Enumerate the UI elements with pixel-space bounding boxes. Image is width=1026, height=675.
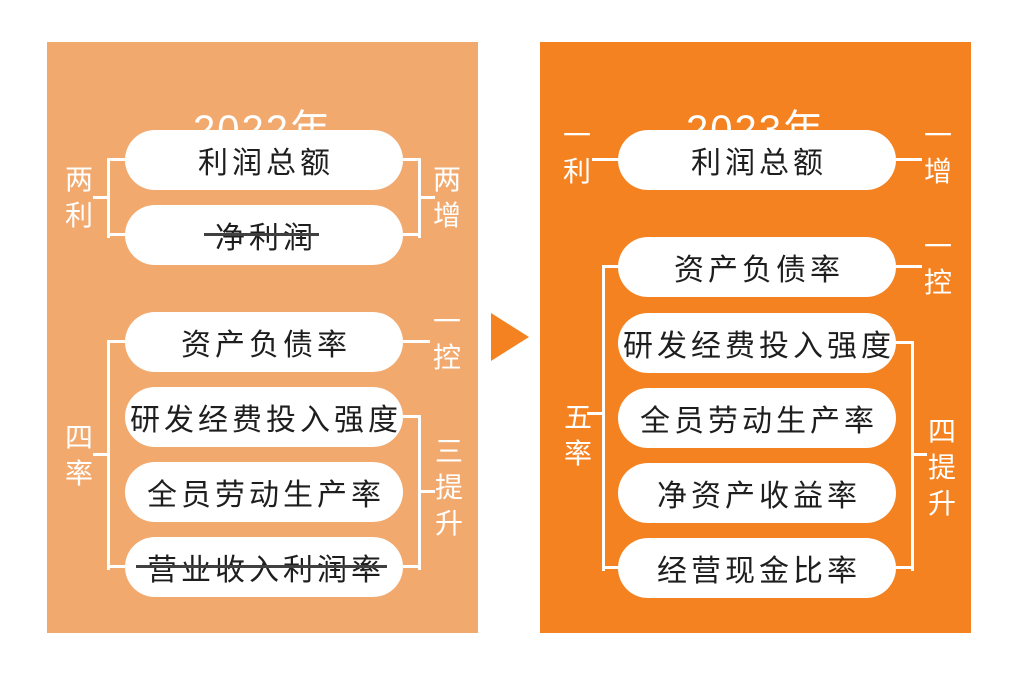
group-label-two-profits: 两利: [64, 164, 93, 231]
bracket-line: [911, 341, 914, 571]
metric-label: 利润总额: [198, 147, 334, 180]
bracket-line: [403, 340, 430, 343]
bracket-line: [592, 158, 618, 161]
metric-pill-total-profit: 利润总额: [618, 130, 896, 190]
bracket-line: [107, 565, 125, 568]
bracket-line: [403, 233, 421, 236]
metric-label: 资产负债率: [181, 329, 351, 362]
metric-pill-return-on-equity: 净资产收益率: [618, 463, 896, 523]
metric-label: 利润总额: [691, 147, 827, 180]
metric-pill-labor-productivity: 全员劳动生产率: [125, 462, 403, 522]
bracket-line: [602, 265, 618, 268]
group-label-one-profit: 一利: [562, 120, 591, 187]
bracket-line: [896, 265, 922, 268]
metric-label: 净资产收益率: [657, 480, 861, 513]
transition-arrow-icon: [491, 313, 529, 361]
group-label-four-ratios: 四率: [64, 422, 93, 489]
bracket-line: [896, 566, 914, 569]
metric-pill-labor-productivity: 全员劳动生产率: [618, 388, 896, 448]
metric-pill-rd-intensity: 研发经费投入强度: [618, 313, 896, 373]
group-label-two-increases: 两增: [432, 164, 461, 231]
metric-label: 全员劳动生产率: [640, 405, 878, 438]
bracket-line: [107, 158, 125, 161]
group-label-one-increase: 一增: [923, 120, 952, 187]
bracket-line: [602, 265, 605, 571]
bracket-line: [896, 158, 922, 161]
panel-2022: 2022年 利润总额 净利润 资产负债率 研发经费投入强度 全员劳动生产率 营业…: [47, 42, 478, 633]
group-label-one-control: 一控: [923, 231, 952, 298]
metric-label: 研发经费投入强度: [623, 330, 895, 363]
bracket-line: [93, 196, 109, 199]
metric-pill-operating-margin: 营业收入利润率: [125, 537, 403, 597]
metric-pill-operating-cash-ratio: 经营现金比率: [618, 538, 896, 598]
bracket-line: [419, 196, 435, 199]
metric-pill-total-profit: 利润总额: [125, 130, 403, 190]
metric-label: 经营现金比率: [657, 555, 861, 588]
group-label-five-ratios: 五率: [563, 402, 592, 469]
metric-label: 全员劳动生产率: [147, 479, 385, 512]
bracket-line: [403, 565, 421, 568]
bracket-line: [107, 340, 125, 343]
bracket-line: [403, 158, 421, 161]
bracket-line: [587, 412, 602, 415]
metric-pill-net-profit: 净利润: [125, 205, 403, 265]
bracket-line: [107, 233, 125, 236]
bracket-line: [403, 415, 421, 418]
metric-label-strikethrough: 营业收入利润率: [136, 545, 387, 589]
bracket-line: [896, 341, 914, 344]
metric-label: 资产负债率: [674, 254, 844, 287]
metric-pill-rd-intensity: 研发经费投入强度: [125, 387, 403, 447]
bracket-line: [93, 453, 109, 456]
group-label-one-control: 一控: [432, 306, 461, 373]
group-label-four-improvements: 四提升: [927, 416, 956, 519]
group-label-three-improvements: 三提升: [434, 436, 463, 539]
bracket-line: [419, 490, 435, 493]
metric-label: 研发经费投入强度: [130, 404, 402, 437]
bracket-line: [602, 566, 618, 569]
metric-pill-asset-liability-ratio: 资产负债率: [618, 237, 896, 297]
metric-pill-asset-liability-ratio: 资产负债率: [125, 312, 403, 372]
bracket-line: [912, 453, 927, 456]
metric-label-strikethrough: 净利润: [204, 213, 319, 257]
panel-2023: 2023年 利润总额 资产负债率 研发经费投入强度 全员劳动生产率 净资产收益率…: [540, 42, 971, 633]
